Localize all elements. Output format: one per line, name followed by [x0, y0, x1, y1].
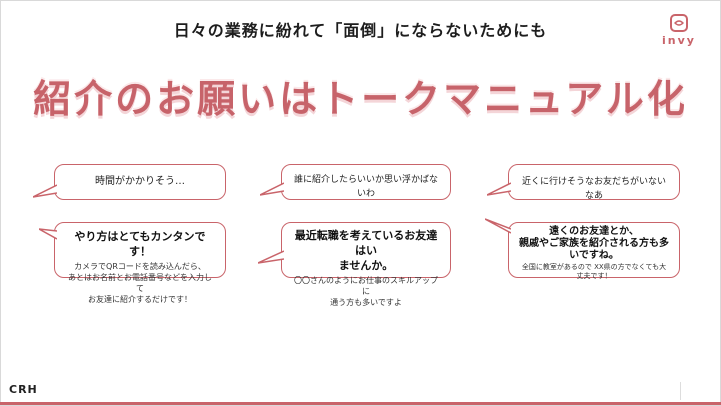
bubble-body-line: 〇〇さんのようにお仕事のスキルアップに — [294, 276, 438, 296]
bubble-body: 〇〇さんのようにお仕事のスキルアップに 通う方も多いですよ — [292, 275, 440, 308]
bubble-text: 誰に紹介したらいいか思い浮かばないわ — [293, 175, 438, 199]
bubble-text: 近くに行けそうなお友だちがいないなあ — [521, 177, 666, 201]
speech-bubble-2: 誰に紹介したらいいか思い浮かばないわ — [260, 164, 451, 200]
bubble-title-line: 最近転職を考えているお友達はい — [294, 229, 438, 257]
bubble-title-line: 遠くのお友達とか、 — [549, 226, 639, 237]
bubble-title: やり方はとてもカンタンです！ — [74, 230, 206, 258]
bubble-body-line: お友達に紹介するだけです！ — [88, 295, 192, 304]
bubble-title: 最近転職を考えているお友達はい ませんか。 — [292, 228, 440, 273]
bubble-body-line: あとはお名前とお電話番号などを入力して — [68, 273, 212, 293]
bubble-title: 遠くのお友達とか、 親戚やご家族を紹介される方も多 いですね。 — [519, 226, 669, 262]
bubble-title-line: 親戚やご家族を紹介される方も多 — [519, 238, 669, 249]
bubble-body-line: 通う方も多いですよ — [330, 298, 402, 307]
bubble-body-line: カメラでQRコードを読み込んだら、 — [74, 262, 206, 271]
bubble-body: 全国に教室があるので XX県の方でなくても大 丈夫です！ — [519, 263, 669, 281]
bubble-body: カメラでQRコードを読み込んだら、 あとはお名前とお電話番号などを入力して お友… — [65, 261, 215, 305]
footer-divider — [680, 382, 681, 400]
slide-headline: 紹介のお願いはトークマニュアル化 — [33, 77, 688, 121]
bubble-body-line: 全国に教室があるので XX県の方でなくても大 — [521, 263, 667, 271]
brand-logo: invy — [659, 14, 699, 47]
bubble-body-line: 丈夫です！ — [576, 272, 612, 280]
speech-bubble-3: 近くに行けそうなお友だちがいないなあ — [487, 164, 680, 201]
speech-bubble-4: やり方はとてもカンタンです！ カメラでQRコードを読み込んだら、 あとはお名前と… — [39, 222, 226, 304]
footer-accent-bar — [0, 402, 721, 405]
speech-bubble-5: 最近転職を考えているお友達はい ませんか。 〇〇さんのようにお仕事のスキルアップ… — [258, 222, 451, 307]
bubble-title-line: ませんか。 — [338, 259, 394, 272]
footer-brand: CRH — [9, 383, 38, 396]
speech-bubble-1: 時間がかかりそう… — [33, 164, 226, 200]
slide-subtitle: 日々の業務に紛れて「面倒」にならないためにも — [173, 21, 548, 40]
logo-text: invy — [662, 34, 696, 47]
bubble-text: 時間がかかりそう… — [95, 176, 185, 187]
speech-bubble-6: 遠くのお友達とか、 親戚やご家族を紹介される方も多 いですね。 全国に教室がある… — [485, 218, 680, 281]
logo-icon — [670, 14, 688, 32]
bubble-title-line: いですね。 — [569, 250, 619, 261]
